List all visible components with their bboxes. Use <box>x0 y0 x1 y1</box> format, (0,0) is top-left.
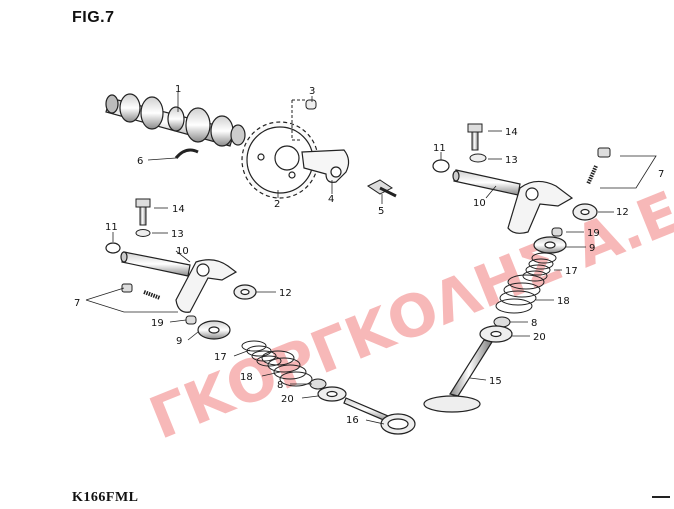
right-rocker-shaft-10 <box>452 169 521 196</box>
half-ring <box>174 148 199 159</box>
intake-valve-16 <box>343 397 416 435</box>
callout-15: 15 <box>489 376 502 387</box>
right-spring-seat-20 <box>479 325 513 343</box>
left-inner-spring-18 <box>261 350 313 387</box>
cam-sprocket <box>241 121 319 199</box>
exhaust-valve-15 <box>423 339 493 413</box>
callout-4: 4 <box>328 194 334 205</box>
callout-8-left: 8 <box>277 380 283 391</box>
right-oring-11 <box>432 159 450 173</box>
right-washer-13 <box>469 153 487 163</box>
callout-7-right: 7 <box>658 169 664 180</box>
right-inner-spring-18 <box>495 274 545 314</box>
callout-11-right: 11 <box>433 143 446 154</box>
leader-lines <box>112 92 614 425</box>
left-washer-13 <box>135 229 151 237</box>
callout-14-right: 14 <box>505 127 518 138</box>
callout-7-left: 7 <box>74 298 80 309</box>
bolt-5 <box>367 179 397 198</box>
left-oring-11 <box>105 242 121 254</box>
page-corner-dash <box>652 496 670 498</box>
callout-17-left: 17 <box>214 352 227 363</box>
right-rocker-arm <box>507 180 574 234</box>
right-bolt-14 <box>467 123 483 151</box>
callout-3: 3 <box>309 86 315 97</box>
callout-2: 2 <box>274 199 280 210</box>
callout-10-left: 10 <box>176 246 189 257</box>
right-retainer-9 <box>533 236 567 254</box>
left-adjuster-7 <box>85 283 178 313</box>
left-spring-seat-20 <box>317 386 347 402</box>
callout-9-right: 9 <box>589 243 595 254</box>
left-bolt-14 <box>135 198 151 226</box>
callout-20-left: 20 <box>281 394 294 405</box>
callout-14-left: 14 <box>172 204 185 215</box>
left-rocker-arm <box>175 259 238 313</box>
callout-1: 1 <box>175 84 181 95</box>
callout-19-right: 19 <box>587 228 600 239</box>
callout-5: 5 <box>378 206 384 217</box>
callout-17-right: 17 <box>565 266 578 277</box>
callout-8-right: 8 <box>531 318 537 329</box>
callout-9-left: 9 <box>176 336 182 347</box>
model-code: K166FML <box>72 490 139 505</box>
right-adjuster-7 <box>586 147 657 189</box>
callout-10-right: 10 <box>473 198 486 209</box>
callout-13-right: 13 <box>505 155 518 166</box>
chain-guide-bracket <box>301 149 350 183</box>
callout-16: 16 <box>346 415 359 426</box>
callout-11-left: 11 <box>105 222 118 233</box>
callout-labels: 1 2 3 4 5 6 7 7 8 8 9 9 10 10 11 11 12 1… <box>74 84 664 426</box>
callout-6: 6 <box>137 156 143 167</box>
callout-18-left: 18 <box>240 372 253 383</box>
left-washer-12 <box>233 284 257 300</box>
left-seal-8 <box>309 378 327 390</box>
callout-18-right: 18 <box>557 296 570 307</box>
camshaft <box>105 93 246 147</box>
callout-19-left: 19 <box>151 318 164 329</box>
callout-20-right: 20 <box>533 332 546 343</box>
right-outer-spring-17 <box>522 252 557 282</box>
right-washer-12 <box>572 203 598 221</box>
callout-13-left: 13 <box>171 229 184 240</box>
left-retainer-9 <box>197 320 231 340</box>
callout-12-right: 12 <box>616 207 629 218</box>
sprocket-pin <box>291 99 317 141</box>
left-keeper-19 <box>185 315 197 325</box>
right-keeper-19 <box>551 227 563 237</box>
figure-title: FIG.7 <box>72 9 115 26</box>
callout-12-left: 12 <box>279 288 292 299</box>
